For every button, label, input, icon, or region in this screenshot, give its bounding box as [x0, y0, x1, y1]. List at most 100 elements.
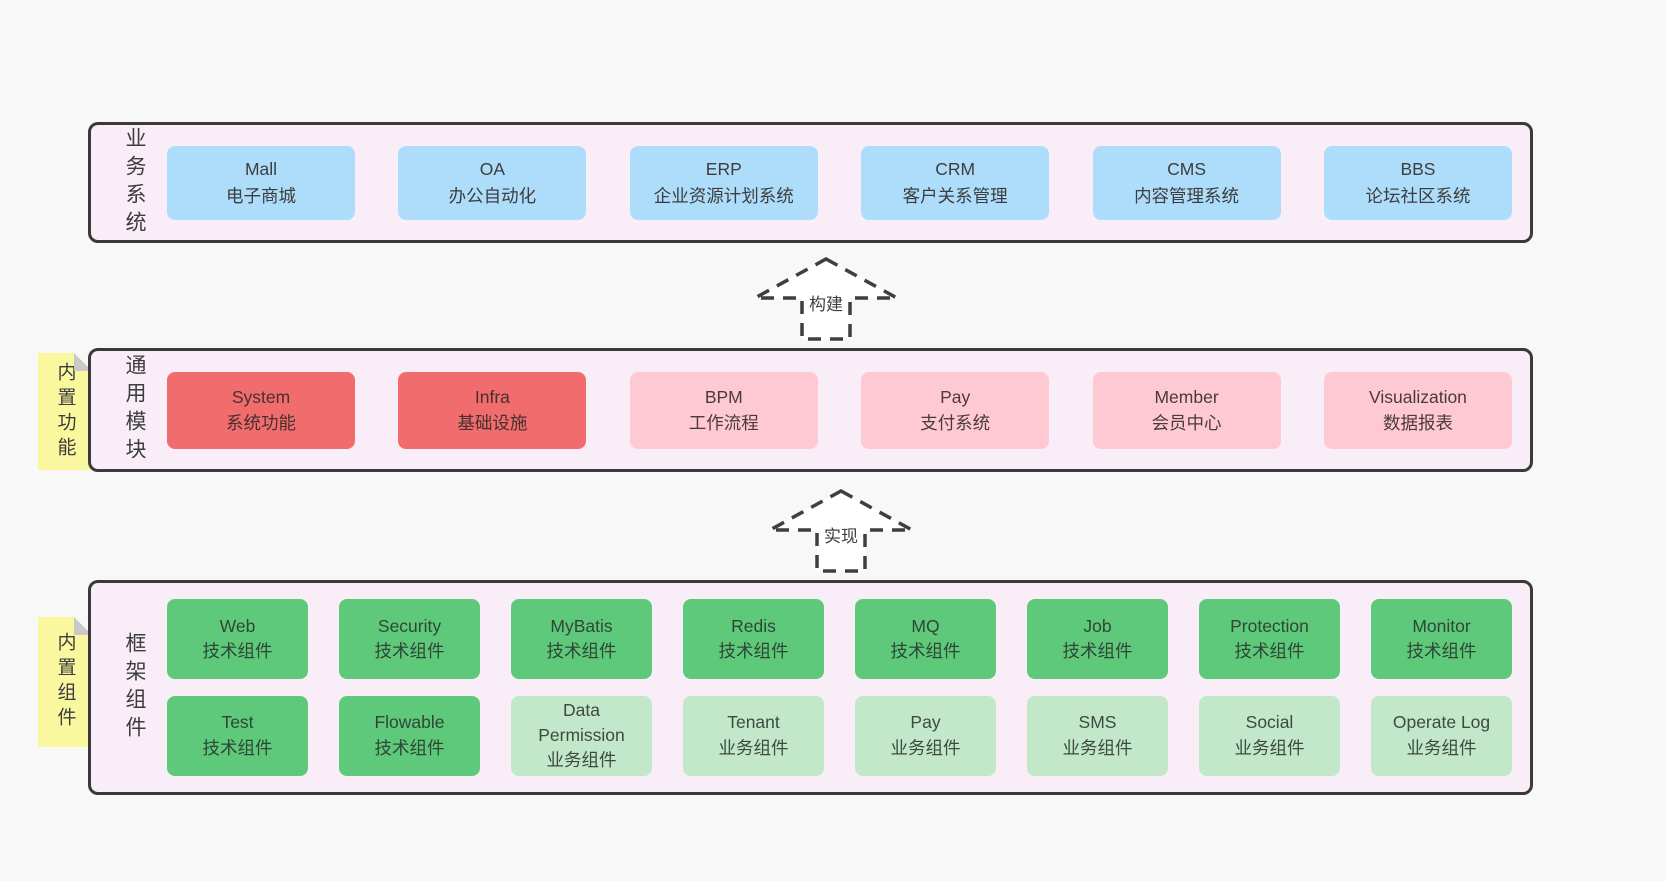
box-title: Flowable — [374, 712, 445, 733]
box-subtitle: 技术组件 — [1062, 641, 1133, 662]
box-erp: ERP 企业资源计划系统 — [629, 145, 818, 220]
box-subtitle: 支付系统 — [920, 413, 991, 433]
box-mall: Mall 电子商城 — [167, 145, 355, 220]
box-subtitle: 技术组件 — [202, 641, 273, 662]
box-title: Member — [1154, 386, 1219, 407]
box-operate-log: Operate Log 业务组件 — [1371, 695, 1512, 776]
box-title: Test — [221, 712, 254, 733]
box-subtitle: 企业资源计划系统 — [653, 185, 794, 206]
box-subtitle: 基础设施 — [457, 413, 528, 433]
box-title: MyBatis — [550, 615, 613, 636]
box-subtitle: 技术组件 — [374, 641, 445, 662]
section-label-business-systems: 业务系统 — [123, 126, 146, 239]
section-label-common-modules: 通用模块 — [123, 354, 146, 466]
box-subtitle: 办公自动化 — [448, 185, 537, 206]
box-title: SMS — [1078, 712, 1117, 733]
box-social: Social 业务组件 — [1199, 695, 1340, 776]
sticky-note-built-in-components: 内置组件 — [38, 617, 92, 747]
box-subtitle: 技术组件 — [890, 641, 961, 662]
box-title: Redis — [731, 615, 776, 636]
box-title: BBS — [1400, 159, 1436, 180]
box-title: Monitor — [1412, 615, 1471, 636]
box-bbs: BBS 论坛社区系统 — [1323, 145, 1512, 220]
box-job: Job 技术组件 — [1027, 599, 1168, 680]
section-label-framework-components: 框架组件 — [123, 631, 146, 744]
box-oa: OA 办公自动化 — [398, 145, 587, 220]
components-row-1: Web 技术组件 Security 技术组件 MyBatis 技术组件 Redi… — [167, 599, 1512, 680]
box-subtitle: 技术组件 — [1234, 641, 1305, 662]
box-title: ERP — [705, 159, 742, 180]
box-subtitle: 业务组件 — [1234, 737, 1305, 758]
box-system: System 系统功能 — [167, 371, 355, 449]
box-title: Operate Log — [1392, 712, 1491, 733]
components-grid: Web 技术组件 Security 技术组件 MyBatis 技术组件 Redi… — [145, 583, 1530, 792]
box-title: Visualization — [1368, 386, 1467, 407]
box-visualization: Visualization 数据报表 — [1323, 371, 1512, 449]
box-subtitle: 数据报表 — [1382, 413, 1453, 433]
implement-arrow: 实现 — [767, 488, 915, 574]
build-arrow-label: 构建 — [806, 290, 846, 315]
box-bpm: BPM 工作流程 — [629, 371, 818, 449]
box-title: OA — [479, 159, 506, 180]
box-title: Infra — [474, 386, 510, 407]
box-web: Web 技术组件 — [167, 599, 308, 680]
modules-boxes-row: System 系统功能 Infra 基础设施 BPM 工作流程 Pay 支付系统… — [145, 351, 1530, 469]
business-boxes-row: Mall 电子商城 OA 办公自动化 ERP 企业资源计划系统 CRM 客户关系… — [145, 125, 1530, 240]
box-title: Tenant — [727, 712, 780, 733]
box-title: System — [231, 386, 291, 407]
box-title: CRM — [935, 159, 976, 180]
components-row-2: Test 技术组件 Flowable 技术组件 Data Permission … — [167, 695, 1512, 776]
box-subtitle: 业务组件 — [718, 737, 789, 758]
box-title: Security — [377, 615, 442, 636]
box-title: Job — [1083, 615, 1112, 636]
box-infra: Infra 基础设施 — [398, 371, 587, 449]
box-subtitle: 系统功能 — [226, 413, 296, 433]
box-security: Security 技术组件 — [339, 599, 480, 680]
box-title: Pay — [940, 386, 971, 407]
box-mybatis: MyBatis 技术组件 — [511, 599, 652, 680]
box-protection: Protection 技术组件 — [1199, 599, 1340, 680]
box-subtitle: 客户关系管理 — [902, 185, 1008, 206]
box-mq: MQ 技术组件 — [855, 599, 996, 680]
sticky-note-label: 内置功能 — [54, 361, 76, 462]
box-title: Mall — [244, 159, 278, 180]
build-arrow: 构建 — [752, 256, 900, 342]
box-subtitle: 技术组件 — [202, 737, 273, 758]
box-title: Protection — [1230, 615, 1309, 636]
box-crm: CRM 客户关系管理 — [861, 145, 1050, 220]
box-member: Member 会员中心 — [1092, 371, 1281, 449]
box-test: Test 技术组件 — [167, 695, 308, 776]
box-subtitle: 业务组件 — [890, 737, 961, 758]
box-subtitle: 技术组件 — [718, 641, 789, 662]
box-title: Web — [219, 615, 256, 636]
box-redis: Redis 技术组件 — [683, 599, 824, 680]
box-title: MQ — [911, 615, 940, 636]
box-subtitle: 业务组件 — [1406, 737, 1477, 758]
box-title: CMS — [1167, 159, 1206, 180]
box-title: BPM — [704, 386, 743, 407]
sticky-note-label: 内置组件 — [54, 632, 76, 732]
box-pay-module: Pay 支付系统 — [861, 371, 1050, 449]
box-subtitle: 技术组件 — [374, 737, 445, 758]
box-subtitle: 工作流程 — [688, 413, 759, 433]
box-subtitle: 电子商城 — [226, 185, 296, 206]
box-subtitle: 业务组件 — [1062, 737, 1133, 758]
section-business-systems: 业务系统 Mall 电子商城 OA 办公自动化 ERP 企业资源计划系统 CRM… — [88, 122, 1533, 243]
box-subtitle: 内容管理系统 — [1134, 185, 1240, 206]
section-common-modules: 通用模块 System 系统功能 Infra 基础设施 BPM 工作流程 Pay… — [88, 348, 1533, 472]
box-subtitle: 技术组件 — [1406, 641, 1477, 662]
box-title: Social — [1245, 712, 1294, 733]
sticky-note-built-in-features: 内置功能 — [38, 353, 92, 470]
box-subtitle: 论坛社区系统 — [1365, 185, 1471, 206]
box-flowable: Flowable 技术组件 — [339, 695, 480, 776]
box-data-permission: Data Permission 业务组件 — [511, 695, 652, 776]
box-subtitle: 技术组件 — [546, 641, 617, 662]
box-cms: CMS 内容管理系统 — [1092, 145, 1281, 220]
box-subtitle: 业务组件 — [546, 750, 617, 771]
box-sms: SMS 业务组件 — [1027, 695, 1168, 776]
implement-arrow-label: 实现 — [821, 522, 861, 547]
section-framework-components: 框架组件 Web 技术组件 Security 技术组件 MyBatis 技术组件… — [88, 580, 1533, 795]
box-monitor: Monitor 技术组件 — [1371, 599, 1512, 680]
box-tenant: Tenant 业务组件 — [683, 695, 824, 776]
